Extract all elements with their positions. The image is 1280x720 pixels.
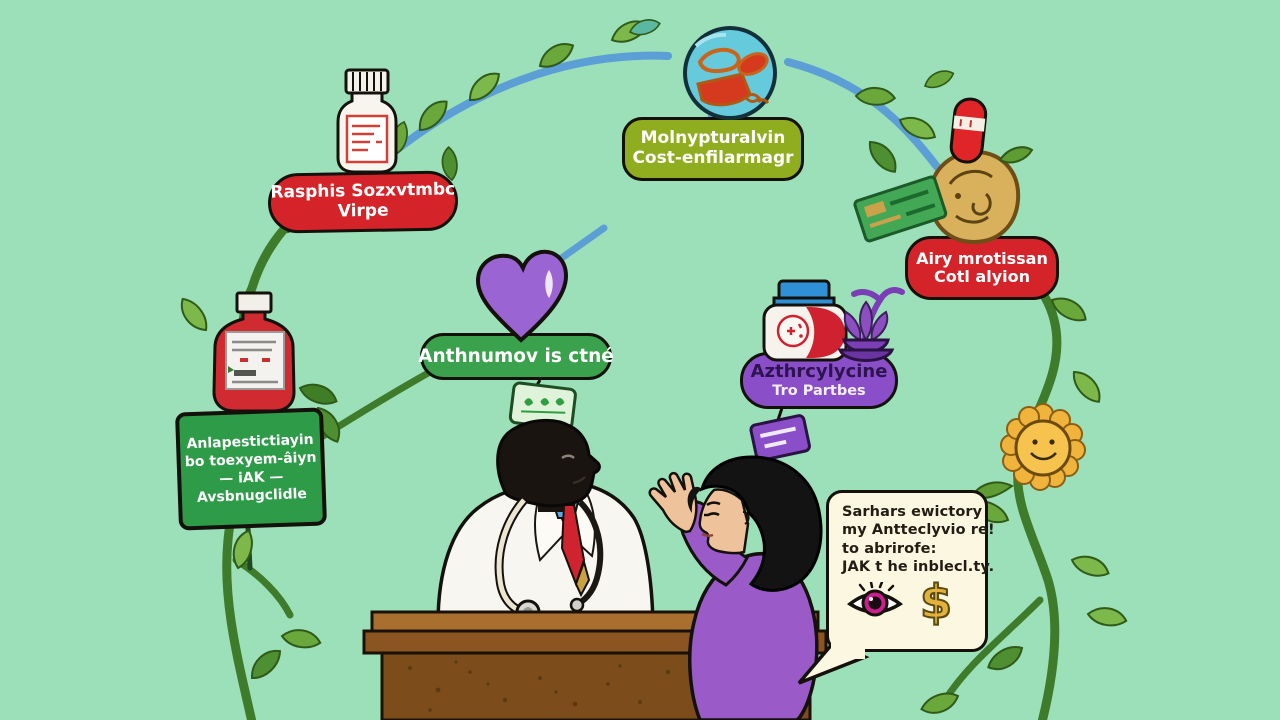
ribbon-text: Cotl alyion: [933, 267, 1030, 286]
doctor-tie: [558, 491, 591, 598]
green-ticket-icon: [853, 175, 948, 243]
speech-bubble-tail: [797, 640, 870, 685]
patient-face: [698, 488, 750, 555]
globe-pills-icon: [683, 26, 777, 120]
bubble-text: my Antteclyvio re!: [842, 522, 995, 539]
dollar-icon: $: [919, 574, 953, 629]
ribbon-text: Molnypturalvin: [640, 128, 786, 149]
purple-tag-icon: [749, 414, 811, 462]
label-ribbon-olive-top: Molnypturalvin Cost-enfilarmagr: [622, 117, 804, 181]
patient-eye: [704, 512, 720, 517]
patient-ear: [742, 511, 750, 525]
eye-icon: [846, 582, 904, 617]
red-capsule-icon: [949, 97, 988, 164]
label-ribbon-red-right: Airy mrotissan Cotl alyion: [905, 236, 1059, 300]
bubble-icons: $: [846, 574, 979, 629]
sunflower-icon: [970, 403, 1086, 499]
pill-bottle-red-icon: [212, 291, 296, 413]
ribbon-text: Anthnumov is ctné: [418, 345, 614, 367]
bubble-text: Sarhars ewictory: [842, 504, 983, 520]
ribbon-text: Tro Partbes: [772, 382, 866, 399]
purple-heart-icon: [475, 249, 569, 343]
patient-hair: [699, 455, 823, 592]
ribbon-text: Cost-enfilarmagr: [632, 148, 794, 168]
doctor-eye: [561, 454, 575, 460]
ribbon-text: Airy mrotissan: [916, 248, 1048, 268]
patient-lips: [701, 532, 714, 537]
bubble-text: to abrirofe:: [842, 540, 937, 557]
speech-bubble: Sarhars ewictory my Antteclyvio re! to a…: [797, 490, 995, 685]
doctor-head: [496, 418, 601, 508]
patient-hair-curl: [687, 486, 702, 513]
patient-eyebrow: [706, 501, 721, 507]
pill-bottle-white-icon: [336, 68, 398, 174]
doctor-mouth: [572, 476, 586, 484]
blue-jar-icon: [762, 279, 848, 362]
purple-plant-icon: [837, 300, 895, 362]
ribbon-text: Azthrcylycine: [750, 360, 888, 382]
lemon-icon: [926, 146, 1034, 245]
desk-speckles: [408, 660, 671, 712]
vine-leaves: [180, 19, 1128, 714]
bubble-text: JAK t he inblecl.ty.: [842, 559, 995, 576]
patient-hand: [648, 471, 698, 534]
